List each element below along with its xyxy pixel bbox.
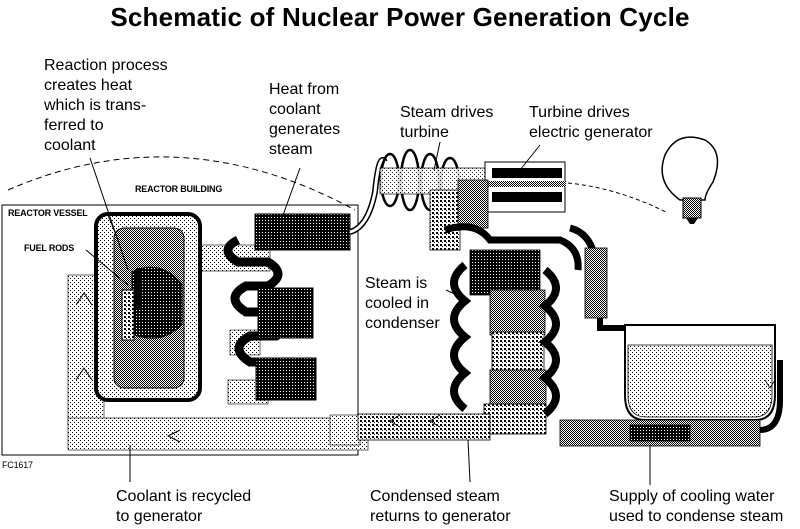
reactor-building-label: REACTOR BUILDING (135, 184, 223, 194)
condenser (429, 179, 582, 435)
fuel-rods-label: FUEL RODS (24, 243, 75, 253)
coolant-recycled-callout: Coolant is recycled to generator (116, 488, 252, 525)
cooling-water-system (559, 224, 783, 447)
turbine-drives-pointer (519, 144, 541, 171)
reactor-vessel (94, 212, 202, 402)
condensate-pipe (357, 413, 491, 441)
cooling-water-callout: Supply of cooling water used to condense… (609, 488, 784, 525)
steam-drives-callout: Steam drives turbine (400, 104, 494, 141)
steam-generator (223, 213, 351, 401)
condensed-pointer (467, 439, 471, 483)
reactor-building-wall (1, 204, 359, 456)
loop-arrow-up (75, 292, 93, 381)
fuel-rod-pointer (85, 249, 129, 286)
reaction-pointer (89, 157, 129, 271)
electric-generator (484, 161, 566, 213)
condensed-steam-callout: Condensed steam returns to generator (370, 488, 511, 525)
turbine-drives-callout: Turbine drives electric generator (529, 104, 653, 141)
loop-arrow-left (166, 429, 181, 443)
heat-callout: Heat from coolant generates steam (269, 81, 341, 158)
condenser-callout: Steam is cooled in condenser (365, 275, 440, 332)
condenser-pointer (445, 289, 469, 301)
reaction-callout: Reaction process creates heat which is t… (44, 57, 168, 154)
heat-pointer (281, 167, 301, 219)
reactor-vessel-label: REACTOR VESSEL (8, 208, 88, 218)
figure-id: FC1617 (2, 460, 33, 470)
power-line (567, 182, 669, 214)
light-bulb-icon (661, 136, 719, 224)
diagram-title: Schematic of Nuclear Power Generation Cy… (110, 2, 690, 32)
steam-drives-pointer (433, 141, 441, 171)
